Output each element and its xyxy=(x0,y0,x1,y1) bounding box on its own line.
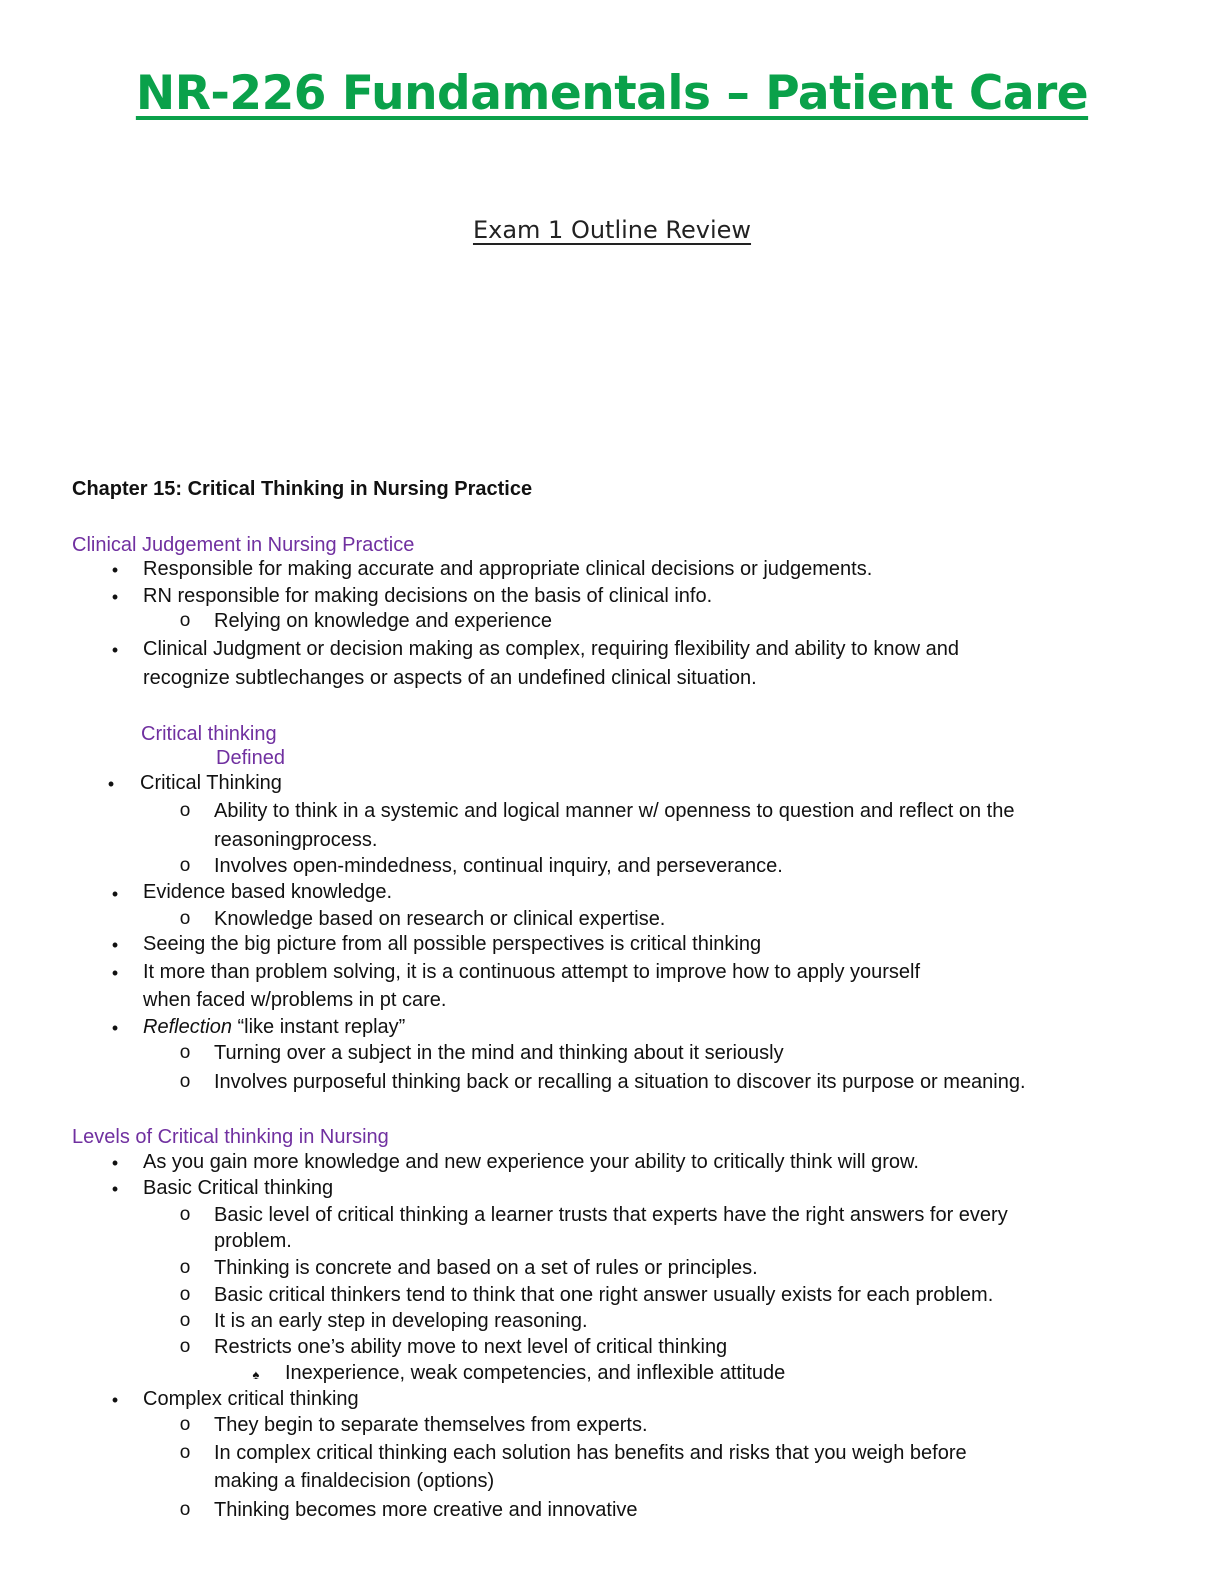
section-heading-clinical-judgement: Clinical Judgement in Nursing Practice xyxy=(72,534,415,556)
list-item-continuation: when faced w/problems in pt care. xyxy=(143,989,447,1011)
list-item: Relying on knowledge and experience xyxy=(214,610,553,632)
sub-bullet-icon: o xyxy=(179,1204,191,1225)
bullet-icon: • xyxy=(111,1390,119,1410)
list-item: It is an early step in developing reason… xyxy=(214,1310,588,1332)
list-item: Clinical Judgment or decision making as … xyxy=(143,638,959,660)
list-item: Responsible for making accurate and appr… xyxy=(143,558,873,580)
section-heading-levels: Levels of Critical thinking in Nursing xyxy=(72,1126,389,1148)
list-item: Seeing the big picture from all possible… xyxy=(143,933,762,955)
bullet-icon: • xyxy=(111,963,119,983)
list-item-continuation: reasoningprocess. xyxy=(214,829,378,851)
list-item: In complex critical thinking each soluti… xyxy=(214,1442,967,1464)
list-item: Basic level of critical thinking a learn… xyxy=(214,1204,1008,1226)
sub-bullet-icon: o xyxy=(179,1071,191,1092)
reflection-quote: “like instant replay” xyxy=(237,1016,406,1038)
section-heading-critical-thinking: Critical thinking xyxy=(141,723,277,745)
sub-bullet-icon: o xyxy=(179,908,191,929)
bullet-icon: • xyxy=(111,935,119,955)
list-item: It more than problem solving, it is a co… xyxy=(143,961,921,983)
sub-bullet-icon: o xyxy=(179,1257,191,1278)
list-item: RN responsible for making decisions on t… xyxy=(143,585,713,607)
list-item-continuation: problem. xyxy=(214,1230,292,1252)
list-item: Basic critical thinkers tend to think th… xyxy=(214,1284,994,1306)
document-subtitle: Exam 1 Outline Review xyxy=(472,216,752,244)
list-item: Thinking becomes more creative and innov… xyxy=(214,1499,638,1521)
sub-bullet-icon: o xyxy=(179,610,191,631)
sub-bullet-icon: o xyxy=(179,855,191,876)
list-item: Critical Thinking xyxy=(140,772,282,794)
list-item: Involves open-mindedness, continual inqu… xyxy=(214,855,783,877)
bullet-icon: • xyxy=(111,1018,119,1038)
sub-bullet-icon: o xyxy=(179,1442,191,1463)
bullet-icon: • xyxy=(111,640,119,660)
list-item-continuation: recognize subtlechanges or aspects of an… xyxy=(143,667,757,689)
sub-bullet-icon: o xyxy=(179,1336,191,1357)
list-item: Turning over a subject in the mind and t… xyxy=(214,1042,784,1064)
list-item: They begin to separate themselves from e… xyxy=(214,1414,648,1436)
bullet-icon: • xyxy=(111,560,119,580)
bullet-icon: • xyxy=(107,774,115,794)
sub-bullet-icon: o xyxy=(179,800,191,821)
sub-bullet-icon: o xyxy=(179,1284,191,1305)
list-item: Inexperience, weak competencies, and inf… xyxy=(285,1362,786,1384)
list-item: Restricts one’s ability move to next lev… xyxy=(214,1336,728,1358)
section-subheading-defined: Defined xyxy=(216,747,285,769)
sub-bullet-icon: o xyxy=(179,1310,191,1331)
list-item: Evidence based knowledge. xyxy=(143,881,393,903)
sub-bullet-icon: o xyxy=(179,1499,191,1520)
bullet-icon: • xyxy=(111,1179,119,1199)
sub-bullet-icon: o xyxy=(179,1414,191,1435)
list-item: Knowledge based on research or clinical … xyxy=(214,908,666,930)
list-item: Basic Critical thinking xyxy=(143,1177,334,1199)
bullet-icon: • xyxy=(111,1153,119,1173)
sub-bullet-icon: o xyxy=(179,1042,191,1063)
reflection-term: Reflection xyxy=(143,1016,232,1038)
spade-bullet-icon: ♠ xyxy=(252,1367,260,1382)
list-item: Complex critical thinking xyxy=(143,1388,359,1410)
document-title: NR-226 Fundamentals – Patient Care xyxy=(135,66,1089,121)
list-item: Ability to think in a systemic and logic… xyxy=(214,800,1015,822)
list-item-continuation: making a finaldecision (options) xyxy=(214,1470,495,1492)
bullet-icon: • xyxy=(111,587,119,607)
list-item: As you gain more knowledge and new exper… xyxy=(143,1151,919,1173)
list-item: Reflection “like instant replay” xyxy=(143,1016,405,1039)
bullet-icon: • xyxy=(111,884,119,904)
list-item: Involves purposeful thinking back or rec… xyxy=(214,1071,1026,1093)
chapter-heading: Chapter 15: Critical Thinking in Nursing… xyxy=(72,478,533,500)
list-item: Thinking is concrete and based on a set … xyxy=(214,1257,758,1279)
